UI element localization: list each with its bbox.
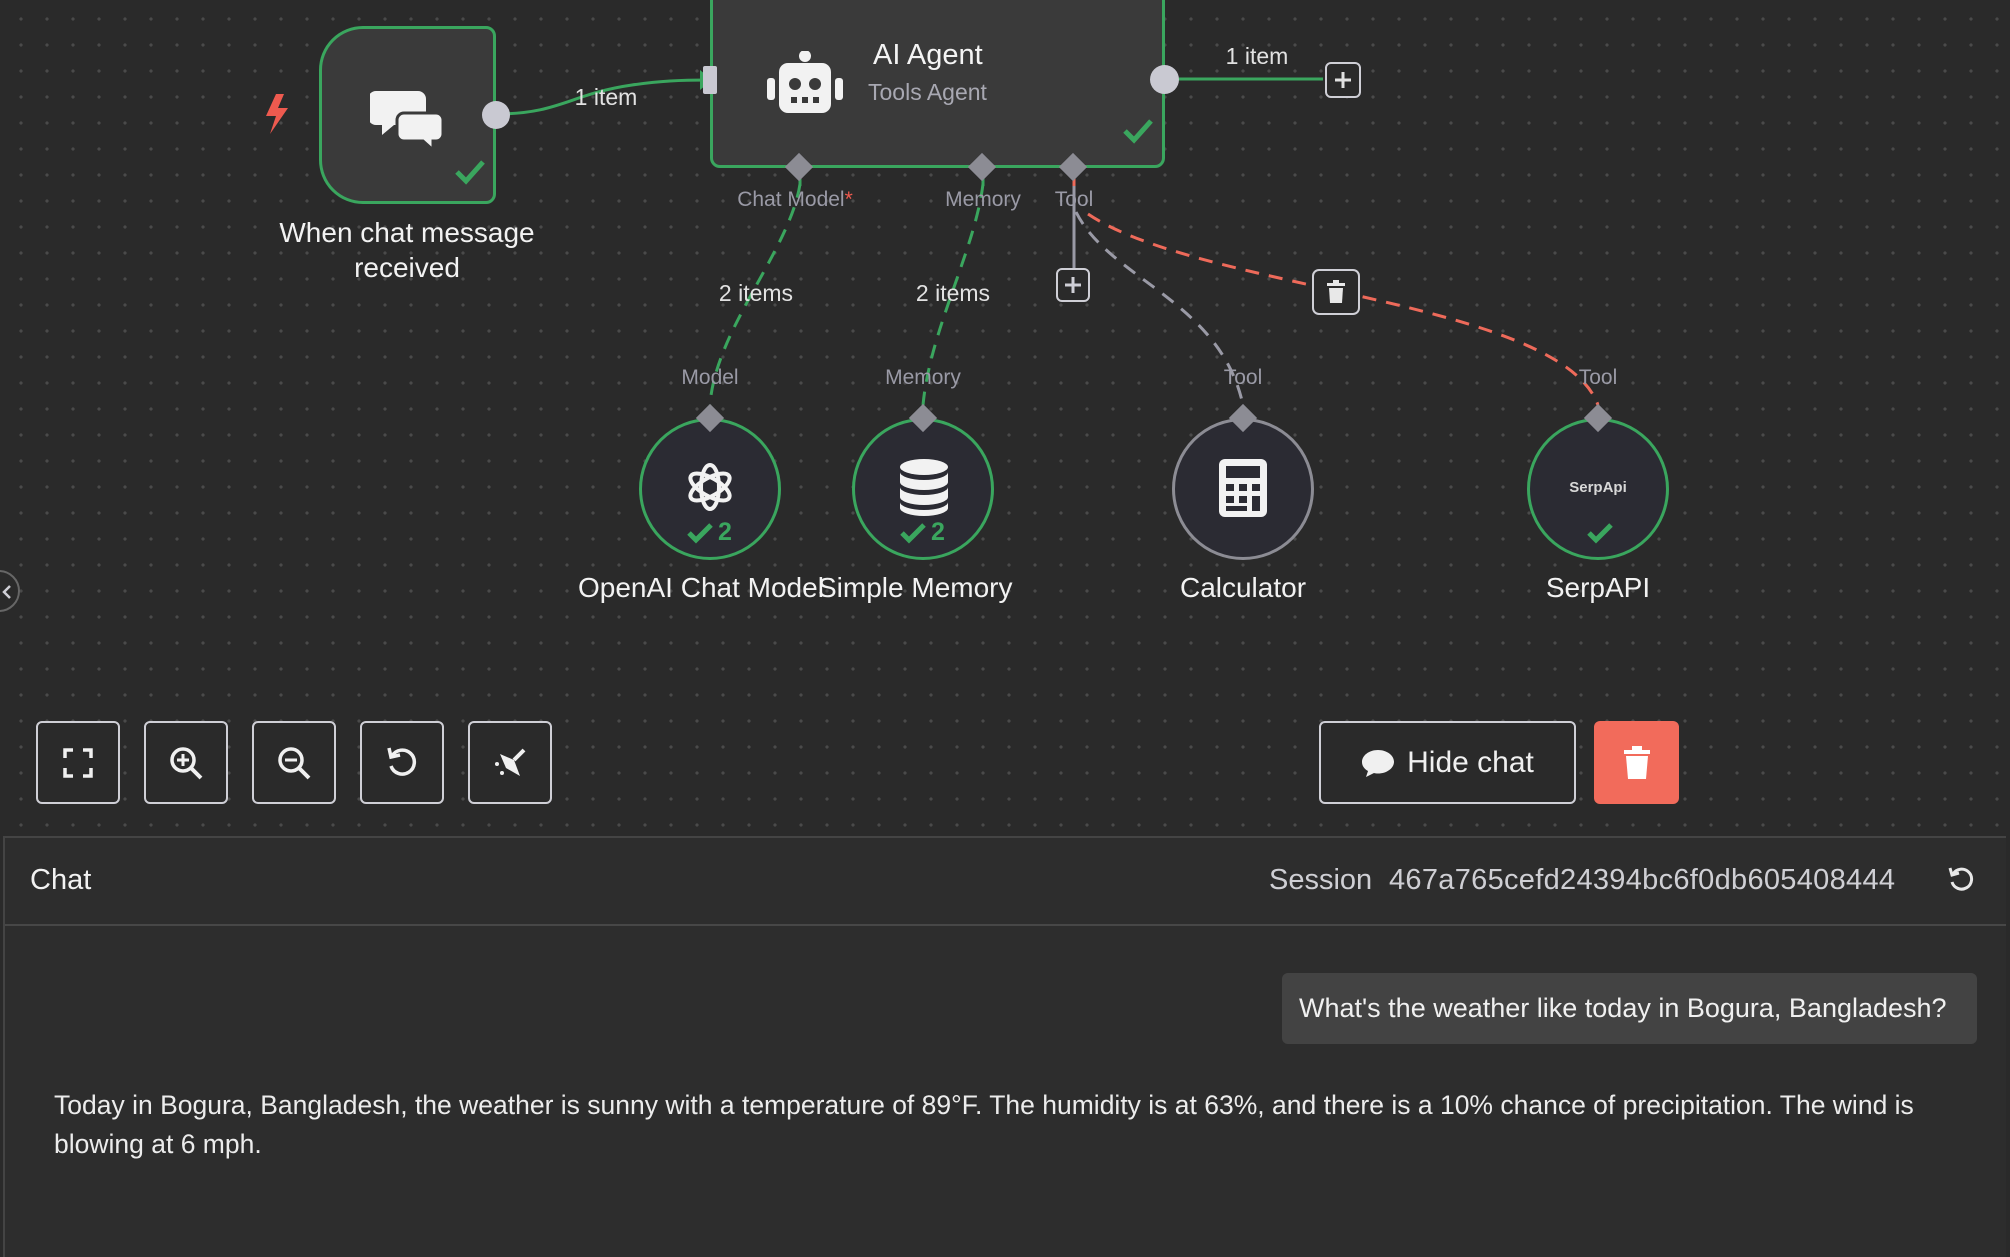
edge-label-model: 2 items xyxy=(718,280,794,306)
run-count: 2 xyxy=(931,518,945,546)
port-label-tool: Tool xyxy=(1054,188,1094,211)
workflow-canvas[interactable]: When chat message received AI Agent Tool… xyxy=(0,0,2010,836)
reset-icon xyxy=(1948,867,1974,891)
chat-title: Chat xyxy=(30,864,92,896)
trigger-bolt-icon xyxy=(266,94,288,134)
agent-title: AI Agent xyxy=(873,39,983,71)
session-label: Session xyxy=(1269,864,1373,896)
reset-icon xyxy=(387,747,417,776)
add-tool-button[interactable] xyxy=(1056,268,1090,302)
node-label-calculator: Calculator xyxy=(1179,572,1307,603)
run-count: 2 xyxy=(718,518,732,546)
zoom-out-icon xyxy=(278,746,311,779)
connections-layer xyxy=(495,70,1600,406)
node-chat-trigger[interactable] xyxy=(319,26,496,204)
trash-icon xyxy=(1623,745,1650,779)
chat-bubbles-icon xyxy=(370,91,445,147)
connection-serpapi[interactable] xyxy=(1087,212,1600,406)
port-label-chat-model: Chat Model* xyxy=(737,188,853,211)
session-id: 467a765cefd24394bc6f0db605408444 xyxy=(1389,864,1896,896)
delete-connection-button[interactable] xyxy=(1312,269,1360,315)
agent-input-port[interactable] xyxy=(703,66,717,94)
fit-view-button[interactable] xyxy=(36,721,120,804)
port-label-model: Model xyxy=(681,366,739,389)
edge-label-agent-output: 1 item xyxy=(1225,43,1289,69)
chat-panel: Chat Session 467a765cefd24394bc6f0db6054… xyxy=(3,836,2006,1257)
port-label-memory-node: Memory xyxy=(885,366,961,389)
robot-icon xyxy=(767,51,843,113)
success-check-icon xyxy=(1587,523,1613,544)
chevron-left-icon xyxy=(2,585,11,599)
tidy-up-button[interactable] xyxy=(468,721,552,804)
hide-chat-button[interactable]: Hide chat xyxy=(1319,721,1576,804)
database-icon xyxy=(900,459,948,516)
edge-label-memory: 2 items xyxy=(915,280,991,306)
agent-output-port[interactable] xyxy=(1150,65,1179,94)
node-simple-memory[interactable]: 2 xyxy=(852,418,994,560)
reset-session-button[interactable] xyxy=(1947,866,1975,899)
node-serpapi[interactable]: SerpApi xyxy=(1527,418,1669,560)
chat-bubble-icon xyxy=(1362,749,1395,777)
zoom-in-icon xyxy=(170,746,203,779)
user-message: What's the weather like today in Bogura,… xyxy=(1282,973,1977,1044)
clear-execution-button[interactable] xyxy=(1594,721,1679,804)
tidy-up-icon xyxy=(495,748,526,776)
plus-icon xyxy=(1065,277,1081,293)
node-calculator[interactable] xyxy=(1172,418,1314,560)
trigger-output-port[interactable] xyxy=(482,101,510,129)
reset-zoom-button[interactable] xyxy=(360,721,444,804)
hide-chat-label: Hide chat xyxy=(1407,745,1534,779)
success-check-icon xyxy=(687,523,713,544)
fit-view-icon xyxy=(63,747,93,778)
connection-trigger-agent[interactable] xyxy=(495,78,709,116)
calculator-icon xyxy=(1219,459,1267,517)
connection-memory[interactable] xyxy=(921,183,985,406)
node-label-trigger: When chat message received xyxy=(279,217,535,283)
node-label-memory: Simple Memory xyxy=(818,572,1013,603)
node-openai-chat-model[interactable]: 2 xyxy=(639,418,781,560)
bot-message: Today in Bogura, Bangladesh, the weather… xyxy=(54,1090,1914,1159)
trash-icon xyxy=(1327,280,1345,303)
connection-calculator[interactable] xyxy=(1074,211,1245,406)
chat-header: Chat Session 467a765cefd24394bc6f0db6054… xyxy=(5,838,2006,926)
add-node-button[interactable] xyxy=(1325,62,1361,98)
port-label-memory: Memory xyxy=(945,188,1021,211)
plus-icon xyxy=(1335,72,1351,88)
edge-label-trigger-agent: 1 item xyxy=(574,84,638,110)
agent-subtitle: Tools Agent xyxy=(868,79,987,105)
success-check-icon xyxy=(900,523,926,544)
node-ai-agent[interactable]: AI Agent Tools Agent xyxy=(710,0,1165,168)
success-check-icon xyxy=(1123,119,1153,144)
zoom-in-button[interactable] xyxy=(144,721,228,804)
success-check-icon xyxy=(455,160,485,185)
zoom-out-button[interactable] xyxy=(252,721,336,804)
connection-model[interactable] xyxy=(708,183,802,406)
node-label-serpapi: SerpAPI xyxy=(1545,572,1651,603)
port-label-calculator-tool: Tool xyxy=(1223,366,1263,389)
node-label-openai: OpenAI Chat Model xyxy=(578,572,824,603)
serpapi-logo: SerpApi xyxy=(1569,479,1627,496)
port-label-serpapi-tool: Tool xyxy=(1578,366,1618,389)
openai-icon xyxy=(688,463,732,511)
